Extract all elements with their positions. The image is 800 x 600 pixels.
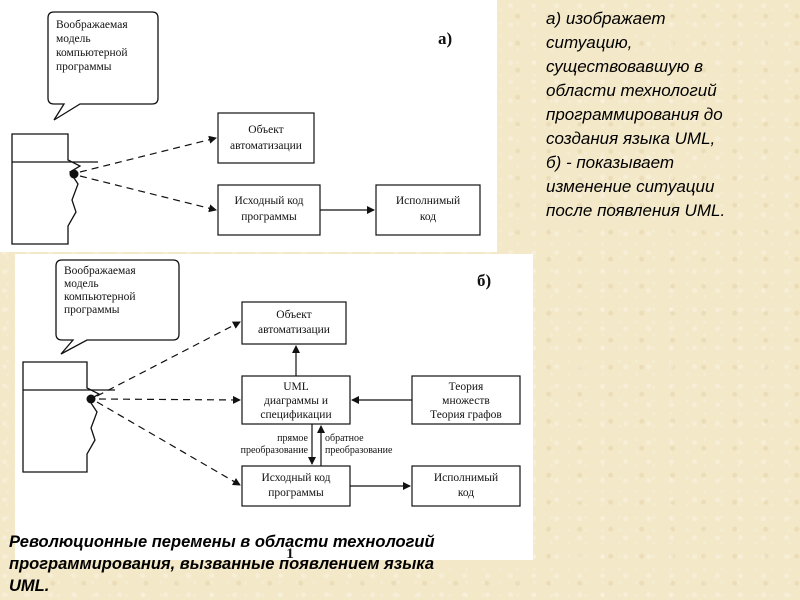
box-object-line-2: автоматизации	[230, 140, 302, 152]
caption-line: UML.	[9, 577, 50, 595]
box-source-line-1: Исходный код	[261, 472, 330, 484]
dashed-arrow-to-uml	[98, 395, 241, 404]
bubble-line-1: Воображаемая	[64, 265, 136, 277]
caption-line: программирования, вызванные появлением я…	[9, 555, 435, 573]
description-line: области технологий	[546, 81, 717, 100]
bubble-line-4: программы	[56, 61, 112, 73]
box-source-code: Исходный код программы	[241, 465, 351, 507]
box-executable: Исполнимый код	[411, 465, 521, 507]
diagram-a: Воображаемая модель компьютерной програм…	[0, 0, 497, 252]
head-profile	[11, 133, 98, 245]
caption-line: Революционные перемены в области техноло…	[9, 533, 435, 551]
box-theory-line-1: Теория	[449, 381, 484, 393]
thought-bubble: Воображаемая модель компьютерной програм…	[55, 259, 180, 355]
description-text: а) изображает ситуацию, существовавшую в…	[546, 7, 791, 223]
reverse-label-line-1: обратное	[325, 433, 364, 444]
thought-bubble: Воображаемая модель компьютерной програм…	[47, 11, 159, 121]
box-source-line-1: Исходный код	[234, 195, 303, 207]
description-line: ситуацию,	[546, 33, 633, 52]
bubble-line-3: компьютерной	[56, 47, 128, 59]
slide-caption: Революционные перемены в области техноло…	[9, 531, 549, 597]
dashed-arrow-to-source	[96, 401, 241, 486]
box-theory: Теория множеств Теория графов	[411, 375, 521, 425]
box-exec-line-2: код	[458, 487, 474, 499]
box-uml: UML диаграммы и спецификации	[241, 375, 351, 425]
description-line: создания языка UML,	[546, 129, 716, 148]
box-exec-line-1: Исполнимый	[434, 472, 498, 484]
bubble-line-2: модель	[64, 278, 99, 290]
box-uml-line-2: диаграммы и	[264, 395, 328, 407]
description-line: программирования до	[546, 105, 723, 124]
figure-number: 1	[286, 546, 294, 560]
dashed-arrow-to-object	[79, 135, 217, 173]
box-theory-line-3: Теория графов	[430, 409, 502, 421]
box-source-line-2: программы	[268, 487, 324, 499]
box-exec-line-2: код	[420, 211, 436, 223]
eye-dot	[69, 169, 79, 179]
box-object-line-2: автоматизации	[258, 324, 330, 336]
bubble-line-1: Воображаемая	[56, 19, 128, 31]
description-line: б) - показывает	[546, 153, 675, 172]
description-line: изменение ситуации	[546, 177, 715, 196]
bubble-line-2: модель	[56, 33, 91, 45]
eye-dot	[86, 394, 96, 404]
reverse-label-line-2: преобразование	[325, 445, 393, 456]
diagram-a-canvas: Воображаемая модель компьютерной програм…	[11, 11, 481, 245]
box-exec-line-1: Исполнимый	[396, 195, 460, 207]
forward-label-line-2: преобразование	[241, 445, 309, 456]
box-uml-line-3: спецификации	[260, 409, 331, 421]
box-object-line-1: Объект	[276, 309, 311, 321]
box-theory-line-2: множеств	[442, 395, 490, 407]
dashed-arrow-to-object	[96, 321, 241, 397]
panel-letter-b: б)	[477, 271, 491, 290]
head-profile	[22, 361, 115, 473]
box-object: Объект автоматизации	[241, 301, 347, 345]
box-source-code: Исходный код программы	[217, 184, 321, 236]
diagram-b: Воображаемая модель компьютерной програм…	[15, 254, 533, 560]
description-line: а) изображает	[546, 9, 666, 28]
panel-letter-a: а)	[438, 29, 452, 48]
box-object-line-1: Объект	[248, 124, 283, 136]
box-uml-line-1: UML	[283, 381, 309, 393]
forward-label-line-1: прямое	[277, 433, 308, 444]
box-object: Объект автоматизации	[217, 112, 315, 164]
box-executable: Исполнимый код	[375, 184, 481, 236]
box-source-line-2: программы	[241, 211, 297, 223]
bubble-line-3: компьютерной	[64, 291, 136, 303]
dashed-arrow-to-source	[79, 175, 217, 213]
description-line: существовавшую в	[546, 57, 703, 76]
description-line: после появления UML.	[546, 201, 726, 220]
bubble-line-4: программы	[64, 304, 120, 316]
diagram-b-canvas: Воображаемая модель компьютерной програм…	[22, 259, 521, 560]
